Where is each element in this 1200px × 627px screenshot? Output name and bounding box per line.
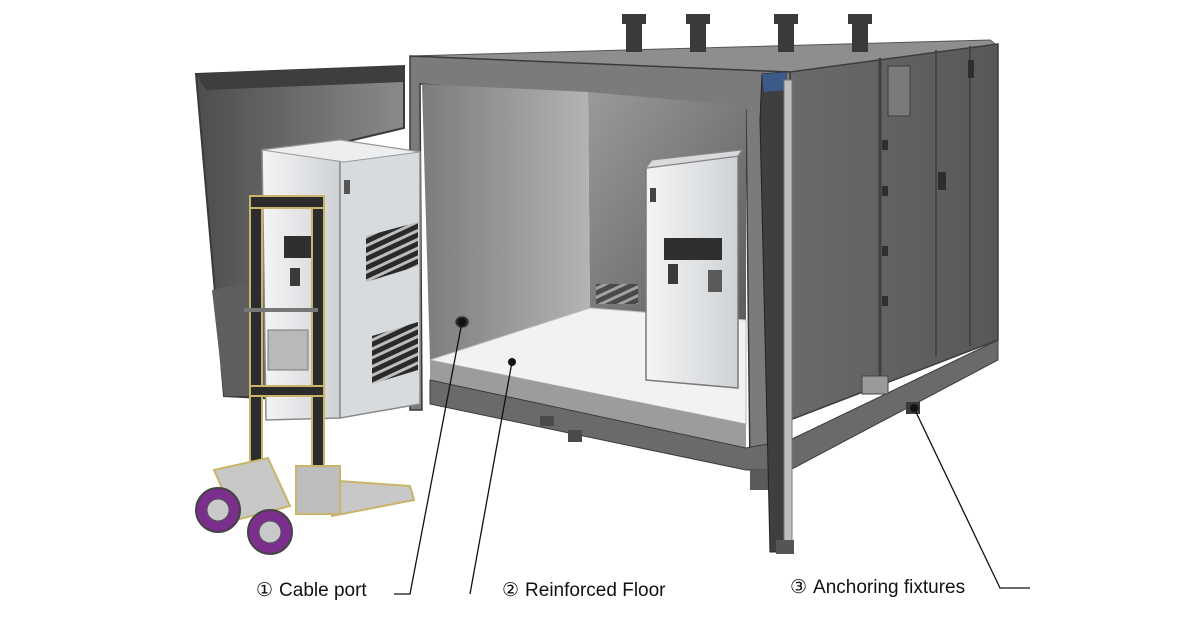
cabinet-outside xyxy=(261,139,421,421)
callout-number-2: ② xyxy=(502,580,520,601)
hand-truck xyxy=(212,195,416,522)
callout-number-3: ③ xyxy=(790,577,808,598)
callout-number-1: ① xyxy=(256,580,274,601)
callout-label-reinforced-floor: Reinforced Floor xyxy=(525,580,666,601)
leader-dot-anchoring xyxy=(910,404,918,412)
leader-line-anchoring xyxy=(913,407,1030,589)
door-frame-edge xyxy=(759,71,794,554)
leader-lines xyxy=(394,321,1030,595)
callout-label-anchoring-fixtures: Anchoring fixtures xyxy=(813,577,966,598)
callout-label-cable-port: Cable port xyxy=(279,580,367,601)
cabinet-inside xyxy=(644,149,744,389)
caster-wheel-front xyxy=(195,487,241,533)
leader-dot-floor xyxy=(508,358,516,366)
leader-line-floor xyxy=(469,361,513,595)
leader-line-cable-port xyxy=(394,321,463,595)
caster-wheel-rear xyxy=(247,509,293,555)
top-valves xyxy=(622,14,872,52)
leader-dot-cable-port xyxy=(458,318,466,326)
